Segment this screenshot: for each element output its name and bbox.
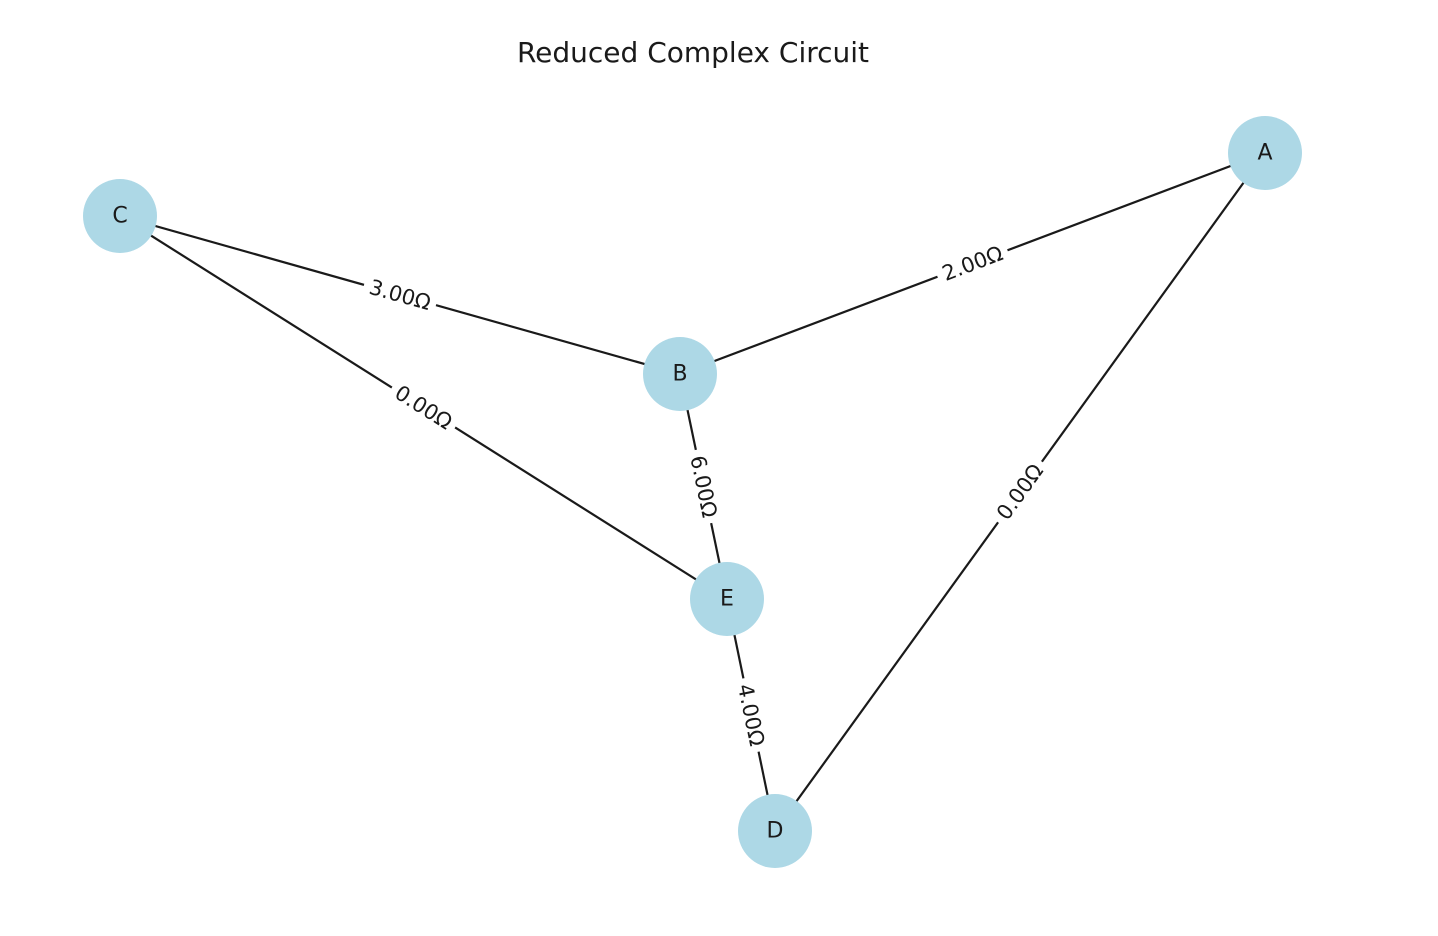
node-circle [1228,116,1302,190]
edge-label-group: 3.00Ω [360,271,440,319]
edge-labels-layer: 3.00Ω 2.00Ω 0.00Ω 6.00Ω 0.00Ω 4.00Ω [360,237,1054,755]
node-a: A [1228,116,1302,190]
node-e: E [690,562,764,636]
edge-label: 2.00Ω [939,241,1006,286]
edge-label-background [986,453,1054,531]
edge-label-background [682,447,725,526]
node-circle [83,179,157,253]
edge-label-group: 4.00Ω [729,675,773,755]
node-label: C [112,204,127,229]
edge-label-group: 0.00Ω [384,375,463,440]
edge-label-group: 6.00Ω [682,447,725,526]
node-circle [690,562,764,636]
node-d: D [738,794,812,868]
edge-label-group: 0.00Ω [986,453,1054,531]
edge-label-background [384,375,463,440]
node-circle [738,794,812,868]
edge-label-background [729,675,773,755]
node-b: B [643,337,717,411]
nodes-layer: A B C D E [83,116,1302,868]
node-c: C [83,179,157,253]
diagram-title: Reduced Complex Circuit [516,36,870,69]
node-label: D [767,819,784,844]
edge-label-background [360,271,440,319]
node-label: A [1257,141,1272,166]
edge-label-group: 2.00Ω [932,237,1013,290]
edge-label-background [932,237,1013,290]
node-label: E [720,587,734,612]
node-label: B [672,362,687,387]
node-circle [643,337,717,411]
